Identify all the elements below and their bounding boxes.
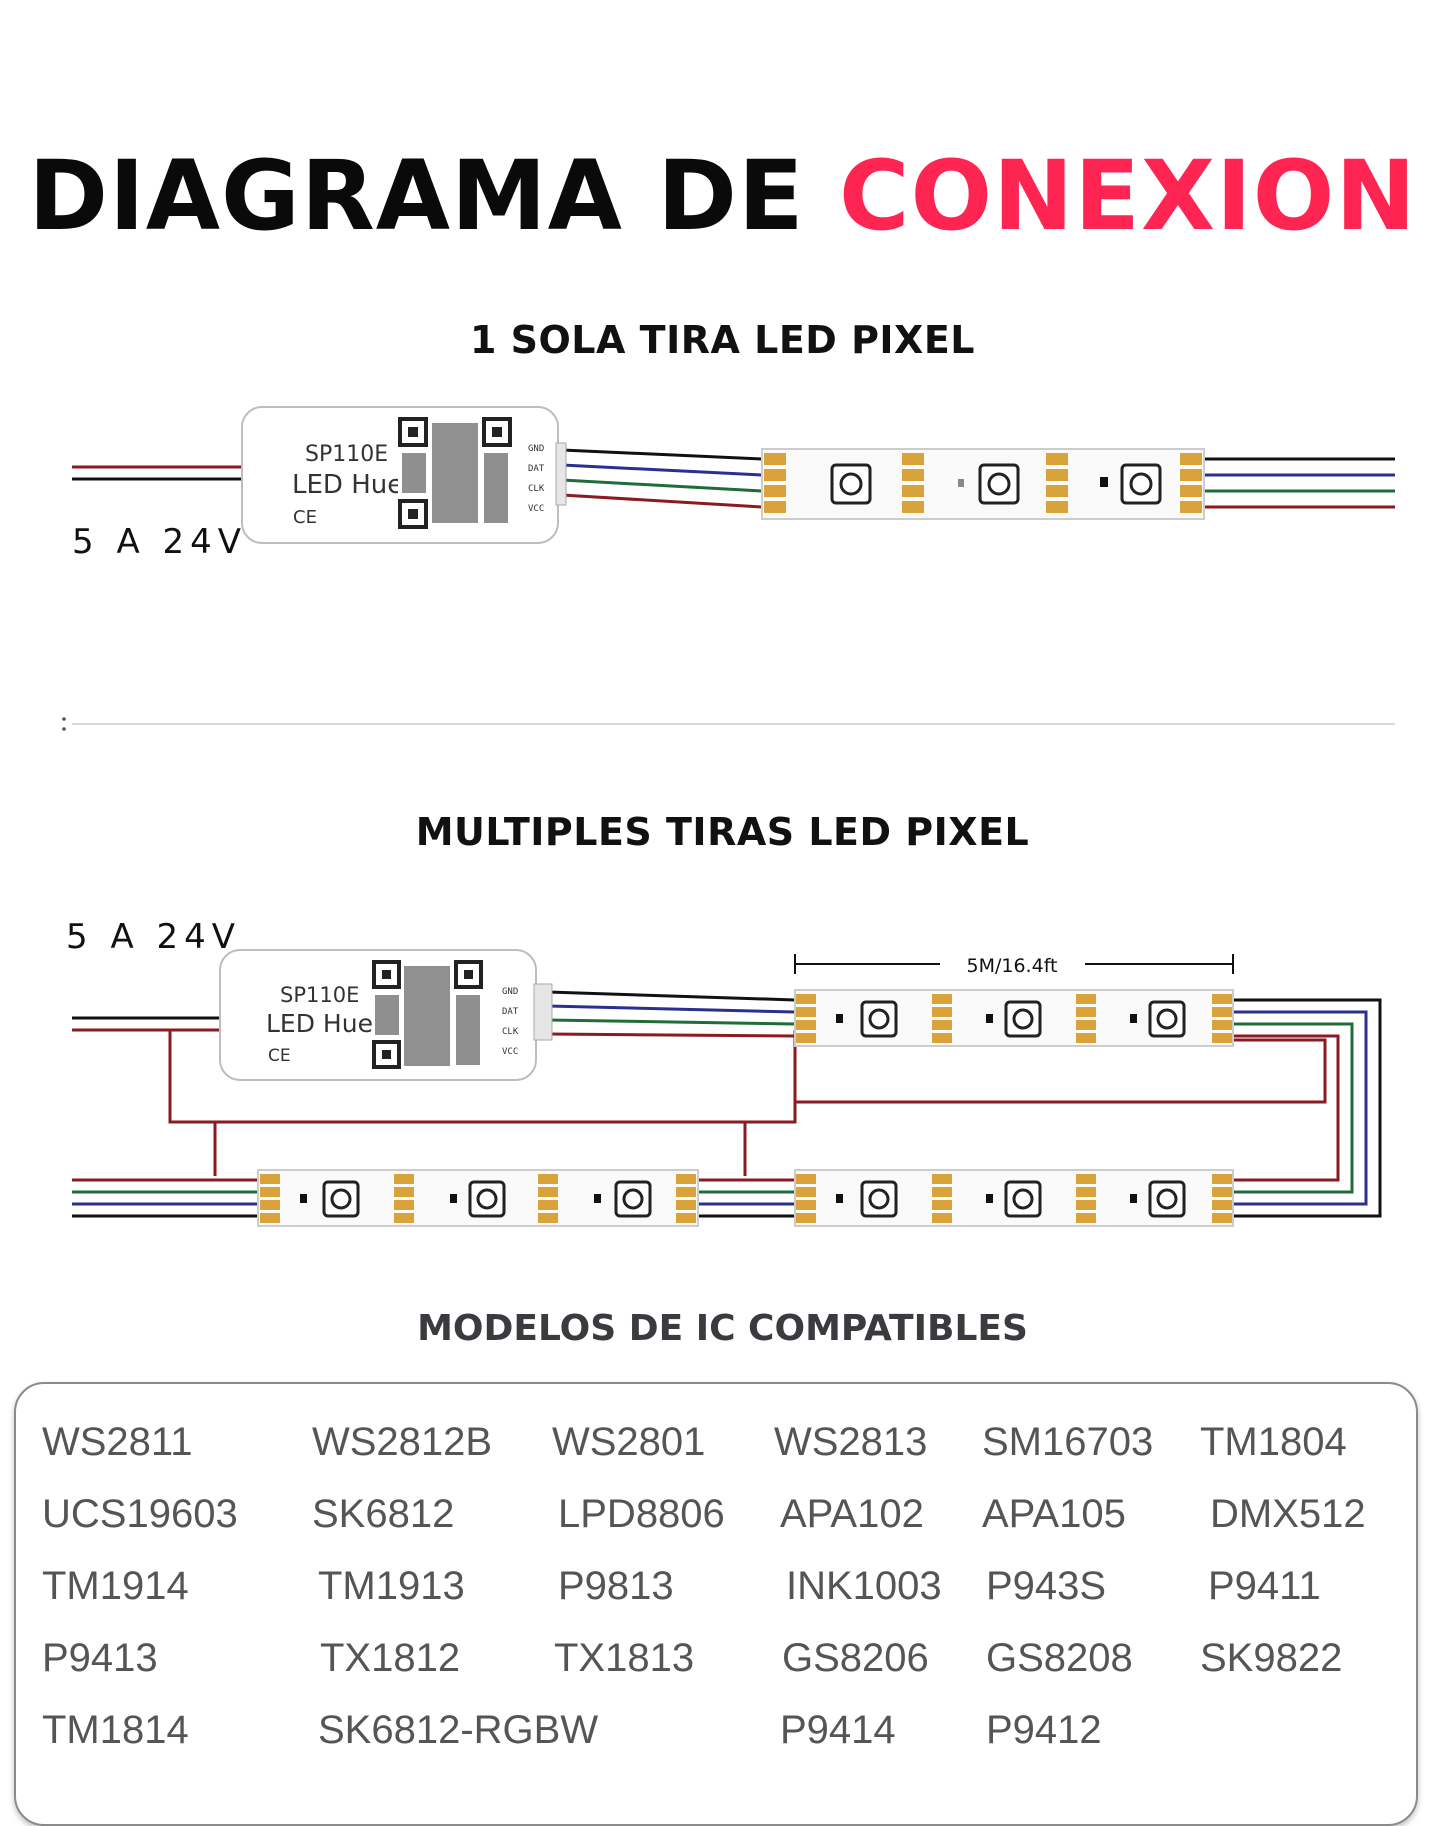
ic-model: P943S	[986, 1564, 1107, 1608]
ic-model: WS2811	[42, 1420, 193, 1464]
loop-wires	[1233, 998, 1382, 1218]
controller-sp110e: SP110E LED Hue CE GND DAT CLK VCC	[219, 949, 553, 1081]
ic-model: SK6812	[312, 1492, 455, 1536]
controller-marks: CE	[293, 507, 317, 528]
ic-model: WS2813	[774, 1420, 928, 1464]
ic-model: WS2812B	[312, 1420, 493, 1464]
ic-model: GS8206	[782, 1636, 929, 1680]
ic-model: INK1003	[786, 1564, 942, 1608]
pin-label: VCC	[502, 1047, 518, 1057]
led-strip	[761, 448, 1205, 520]
controller-model: SP110E	[305, 442, 388, 467]
data-wires	[561, 448, 763, 509]
ic-model: WS2801	[552, 1420, 706, 1464]
controller-pin-labels: GND DAT CLK VCC	[528, 444, 545, 514]
power-input-wires	[72, 1016, 220, 1032]
ic-model: TX1812	[320, 1636, 461, 1680]
ic-model: APA102	[780, 1492, 924, 1536]
strip-link-wires	[698, 1178, 795, 1218]
ic-section-title: MODELOS DE IC COMPATIBLES	[417, 1308, 1028, 1349]
data-wires	[547, 990, 796, 1038]
strip-length-label: 5M/16.4ft	[967, 955, 1058, 977]
power-input-wires	[72, 465, 242, 481]
led-chips	[836, 1000, 1186, 1038]
section1-power-label: 5 A 24V	[72, 522, 248, 562]
led-strip-3	[794, 1169, 1234, 1227]
strip-length-dimension: 5M/16.4ft	[794, 954, 1234, 977]
pin-label: DAT	[502, 1007, 519, 1017]
section2-title: MULTIPLES TIRAS LED PIXEL	[415, 810, 1030, 854]
ic-model: P9813	[558, 1564, 674, 1608]
ic-model: SK9822	[1200, 1636, 1343, 1680]
led-chips	[300, 1180, 652, 1218]
ic-model: LPD8806	[558, 1492, 725, 1536]
ic-model: GS8208	[986, 1636, 1133, 1680]
solder-pads	[796, 1174, 1232, 1223]
ic-model: P9414	[780, 1708, 896, 1752]
page-title: DIAGRAMA DE CONEXION	[0, 148, 1445, 244]
ic-model: SK6812-RGBW	[318, 1708, 599, 1752]
led-strip-1	[794, 989, 1234, 1047]
controller-model: SP110E	[280, 983, 359, 1007]
pin-label: GND	[528, 444, 544, 454]
ic-model: TM1913	[318, 1564, 465, 1608]
solder-pads	[260, 1174, 696, 1223]
controller-sp110e: SP110E LED Hue CE GND DAT CLK VCC	[241, 406, 567, 544]
qr-code	[398, 417, 512, 529]
section1-title: 1 SOLA TIRA LED PIXEL	[469, 318, 976, 362]
controller-pin-labels: GND DAT CLK VCC	[502, 987, 519, 1057]
section2-power-label: 5 A 24V	[66, 917, 242, 957]
pin-label: GND	[502, 987, 518, 997]
ic-model: TM1814	[42, 1708, 189, 1752]
ic-model: P9411	[1208, 1564, 1321, 1608]
solder-pads	[796, 994, 1232, 1043]
ic-model: P9412	[986, 1708, 1102, 1752]
section-divider	[62, 717, 1395, 731]
pin-label: VCC	[528, 504, 544, 514]
controller-name: LED Hue	[292, 470, 403, 500]
strip-output-wires	[1200, 457, 1395, 509]
pin-label: CLK	[502, 1027, 519, 1037]
ic-model: UCS19603	[42, 1492, 238, 1536]
led-chips	[836, 1180, 1186, 1218]
solder-pads	[764, 453, 1202, 513]
led-chips	[830, 463, 1162, 505]
ic-model: TX1813	[554, 1636, 695, 1680]
qr-code	[372, 960, 483, 1070]
ic-model: TM1804	[1200, 1420, 1347, 1464]
ic-model: P9413	[42, 1636, 158, 1680]
power-distribution-wires	[168, 1030, 1327, 1176]
controller-name: LED Hue	[266, 1009, 373, 1038]
ic-model: APA105	[982, 1492, 1126, 1536]
led-strip-2	[257, 1169, 699, 1227]
strip-output-wires	[72, 1178, 258, 1218]
ic-model: DMX512	[1210, 1492, 1366, 1536]
multi-strip-diagram: 5M/16.4ft SP1	[72, 949, 1382, 1227]
ic-model: TM1914	[42, 1564, 189, 1608]
ic-model: SM16703	[982, 1420, 1154, 1464]
title-accent: CONEXION	[838, 140, 1417, 252]
title-main: DIAGRAMA DE	[28, 140, 839, 252]
pin-label: CLK	[528, 484, 545, 494]
single-strip-diagram: SP110E LED Hue CE GND DAT CLK VCC	[72, 406, 1395, 544]
pin-label: DAT	[528, 464, 545, 474]
controller-marks: CE	[268, 1046, 291, 1066]
ic-models-box: WS2811 WS2812B WS2801 WS2813 SM16703 TM1…	[14, 1382, 1418, 1826]
